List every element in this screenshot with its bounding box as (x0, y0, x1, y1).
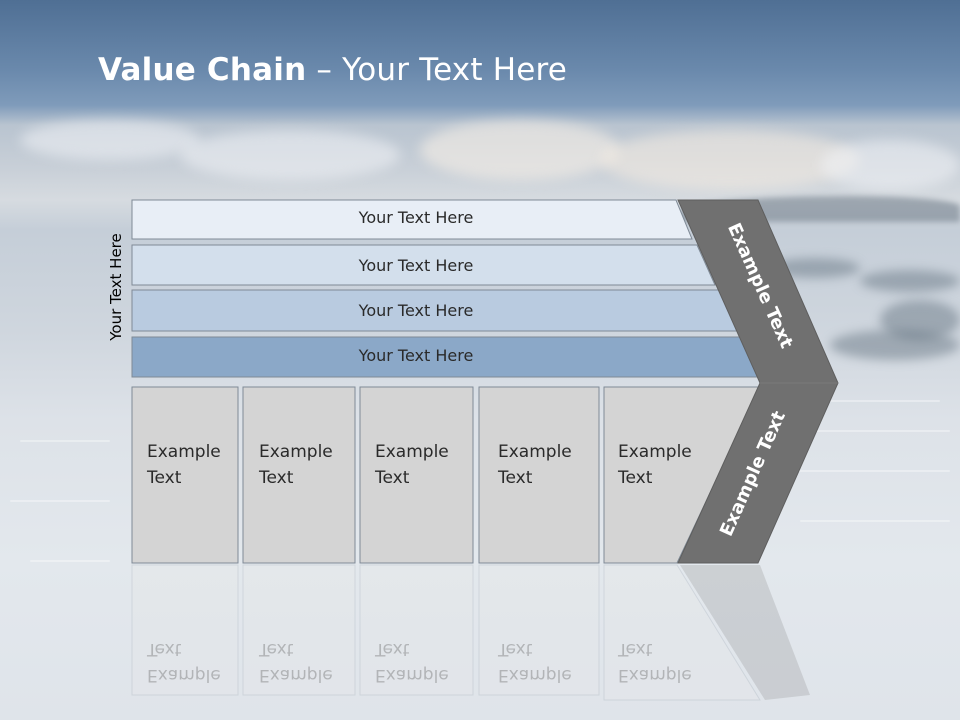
bar-label-3: Your Text Here (358, 301, 474, 320)
slide-title: Value Chain – Your Text Here (98, 52, 567, 88)
bar-label-1: Your Text Here (358, 208, 474, 227)
bar-label-2: Your Text Here (358, 256, 474, 275)
bar-2 (131, 244, 716, 286)
bar-1 (131, 199, 693, 240)
title-bold: Value Chain (98, 52, 307, 88)
title-rest: – Your Text Here (306, 52, 568, 88)
column-3 (359, 386, 474, 564)
column-2 (242, 386, 356, 564)
column-4 (478, 386, 600, 564)
bar-label-4: Your Text Here (358, 346, 474, 365)
column-5 (603, 386, 761, 564)
columns-reflection (131, 564, 810, 701)
column-1 (131, 386, 239, 564)
